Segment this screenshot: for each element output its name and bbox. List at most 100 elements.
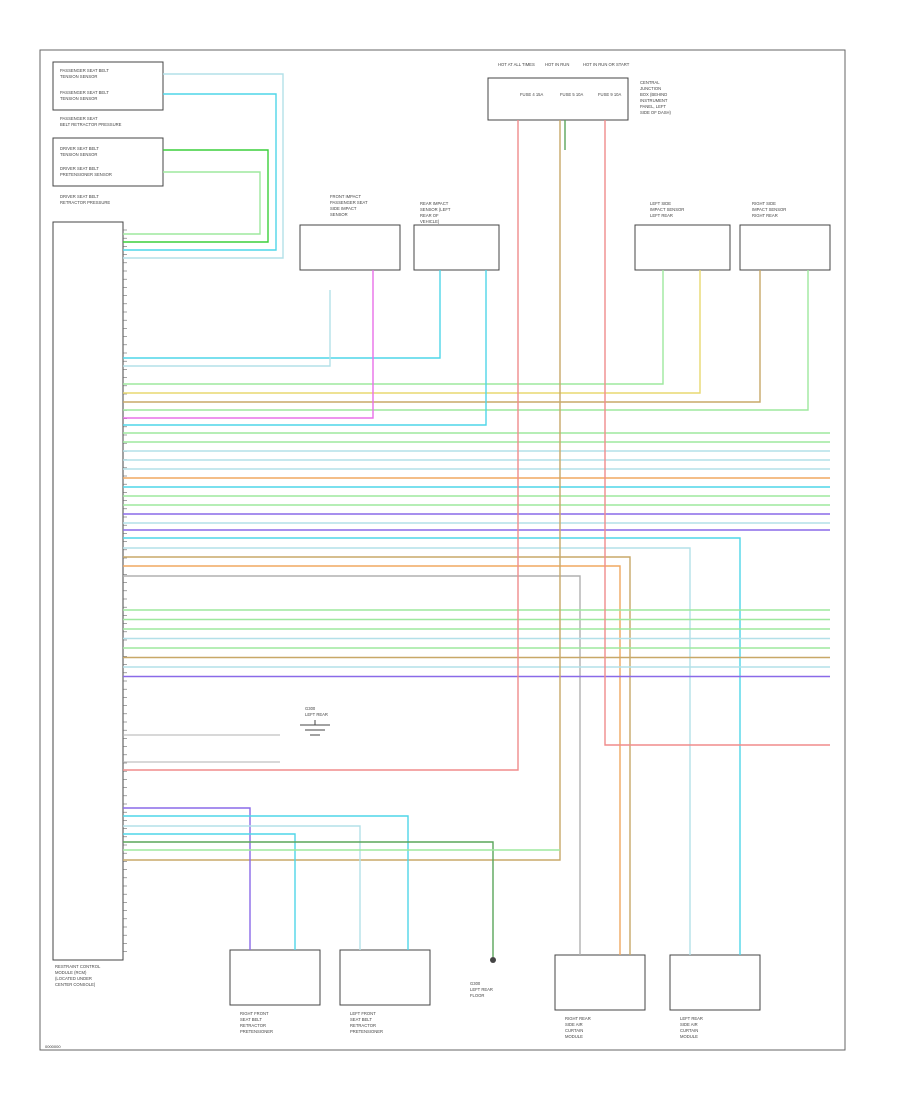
svg-text:RETRACTOR: RETRACTOR xyxy=(240,1023,266,1028)
wire xyxy=(123,841,494,957)
svg-text:CURTAIN: CURTAIN xyxy=(680,1028,698,1033)
svg-text:DRIVER SEAT BELT: DRIVER SEAT BELT xyxy=(60,146,99,151)
svg-text:FUSE 9 10A: FUSE 9 10A xyxy=(598,92,621,97)
wire xyxy=(123,93,277,251)
svg-text:PASSENGER SEAT BELT: PASSENGER SEAT BELT xyxy=(60,90,109,95)
wire xyxy=(604,120,830,746)
bottom-module-left-rear: LEFT REAR SIDE AIR CURTAIN MODULE xyxy=(669,954,761,1039)
svg-text:SIDE AIR: SIDE AIR xyxy=(680,1022,698,1027)
svg-text:DRIVER SEAT BELT: DRIVER SEAT BELT xyxy=(60,194,99,199)
wire xyxy=(123,120,519,771)
svg-text:INSTRUMENT: INSTRUMENT xyxy=(640,98,668,103)
svg-text:SEAT BELT: SEAT BELT xyxy=(350,1017,372,1022)
svg-text:PASSENGER SEAT: PASSENGER SEAT xyxy=(60,116,98,121)
wire xyxy=(123,825,361,950)
svg-text:CENTRAL: CENTRAL xyxy=(640,80,660,85)
center-ground: G300 LEFT REAR FLOOR xyxy=(470,957,496,998)
svg-text:MODULE: MODULE xyxy=(565,1034,583,1039)
svg-text:LEFT FRONT: LEFT FRONT xyxy=(350,1011,376,1016)
svg-text:RESTRAINT CONTROL: RESTRAINT CONTROL xyxy=(55,964,101,969)
svg-text:JUNCTION: JUNCTION xyxy=(640,86,661,91)
wire xyxy=(123,807,251,950)
passenger-tension-sensors: PASSENGER SEAT BELT TENSION SENSOR PASSE… xyxy=(52,61,164,127)
svg-text:BELT RETRACTOR PRESSURE: BELT RETRACTOR PRESSURE xyxy=(60,122,122,127)
svg-text:VEHICLE): VEHICLE) xyxy=(420,219,440,224)
svg-text:FUSE 5 10A: FUSE 5 10A xyxy=(560,92,583,97)
wire xyxy=(123,120,561,861)
svg-text:MODULE (RCM): MODULE (RCM) xyxy=(55,970,87,975)
svg-text:FLOOR: FLOOR xyxy=(470,993,484,998)
svg-text:(LOCATED UNDER: (LOCATED UNDER xyxy=(55,976,92,981)
restraint-control-module: RESTRAINT CONTROL MODULE (RCM) (LOCATED … xyxy=(52,221,124,987)
wire xyxy=(123,171,261,235)
svg-text:RIGHT REAR: RIGHT REAR xyxy=(565,1016,591,1021)
svg-text:IMPACT SENSOR: IMPACT SENSOR xyxy=(752,207,786,212)
wire xyxy=(123,815,409,950)
wire-harness xyxy=(123,73,830,957)
svg-text:TENSION SENSOR: TENSION SENSOR xyxy=(60,74,97,79)
svg-text:SEAT BELT: SEAT BELT xyxy=(240,1017,262,1022)
wire xyxy=(123,270,441,359)
wire xyxy=(123,556,631,955)
wire xyxy=(123,537,741,955)
svg-text:IMPACT SENSOR: IMPACT SENSOR xyxy=(650,207,684,212)
svg-text:LEFT REAR: LEFT REAR xyxy=(305,712,328,717)
wire xyxy=(123,270,701,394)
svg-text:SIDE OF DASH): SIDE OF DASH) xyxy=(640,110,672,115)
svg-text:LEFT REAR: LEFT REAR xyxy=(470,987,493,992)
svg-text:SENSOR (LEFT: SENSOR (LEFT xyxy=(420,207,451,212)
wire xyxy=(123,270,664,385)
svg-text:PRETENSIONER: PRETENSIONER xyxy=(240,1029,273,1034)
svg-text:PRETENSIONER: PRETENSIONER xyxy=(350,1029,383,1034)
wire xyxy=(123,575,581,955)
svg-text:SENSOR: SENSOR xyxy=(330,212,348,217)
rear-impact-sensor: REAR IMPACT SENSOR (LEFT REAR OF VEHICLE… xyxy=(413,201,500,271)
wire xyxy=(123,270,809,411)
svg-text:MODULE: MODULE xyxy=(680,1034,698,1039)
svg-text:G300: G300 xyxy=(305,706,316,711)
svg-text:TENSION SENSOR: TENSION SENSOR xyxy=(60,152,97,157)
bottom-module-left-front: LEFT FRONT SEAT BELT RETRACTOR PRETENSIO… xyxy=(339,949,431,1034)
svg-text:RETRACTOR: RETRACTOR xyxy=(350,1023,376,1028)
svg-text:LEFT SIDE: LEFT SIDE xyxy=(650,201,671,206)
bottom-module-right-rear: RIGHT REAR SIDE AIR CURTAIN MODULE xyxy=(554,954,646,1039)
svg-text:HOT AT ALL TIMES: HOT AT ALL TIMES xyxy=(498,62,535,67)
wire xyxy=(123,149,269,243)
svg-text:PANEL, LEFT: PANEL, LEFT xyxy=(640,104,666,109)
front-impact-sensor: FRONT IMPACT PASSENGER SEAT SIDE IMPACT … xyxy=(299,194,401,271)
svg-text:RIGHT SIDE: RIGHT SIDE xyxy=(752,201,776,206)
svg-text:SIDE AIR: SIDE AIR xyxy=(565,1022,583,1027)
svg-text:PASSENGER SEAT: PASSENGER SEAT xyxy=(330,200,368,205)
driver-tension-sensors: DRIVER SEAT BELT TENSION SENSOR DRIVER S… xyxy=(52,137,164,205)
svg-text:LEFT REAR: LEFT REAR xyxy=(680,1016,703,1021)
svg-text:FUSE 4 15A: FUSE 4 15A xyxy=(520,92,543,97)
wire xyxy=(123,270,374,419)
bottom-module-right-front: RIGHT FRONT SEAT BELT RETRACTOR PRETENSI… xyxy=(229,949,321,1034)
svg-text:RIGHT FRONT: RIGHT FRONT xyxy=(240,1011,269,1016)
svg-text:DRIVER SEAT BELT: DRIVER SEAT BELT xyxy=(60,166,99,171)
svg-text:G300: G300 xyxy=(470,981,481,986)
diagram-frame xyxy=(39,49,846,1051)
svg-text:CURTAIN: CURTAIN xyxy=(565,1028,583,1033)
svg-text:FRONT IMPACT: FRONT IMPACT xyxy=(330,194,361,199)
svg-text:RIGHT REAR: RIGHT REAR xyxy=(752,213,778,218)
right-side-impact-sensor: RIGHT SIDE IMPACT SENSOR RIGHT REAR xyxy=(739,201,831,271)
svg-text:PRETENSIONER SENSOR: PRETENSIONER SENSOR xyxy=(60,172,112,177)
svg-text:HOT IN RUN OR START: HOT IN RUN OR START xyxy=(583,62,630,67)
svg-text:CENTER CONSOLE): CENTER CONSOLE) xyxy=(55,982,96,987)
diagram-code: 0000000 xyxy=(45,1044,61,1049)
wire xyxy=(123,565,621,955)
wire xyxy=(123,270,487,426)
wire xyxy=(123,73,284,259)
left-side-impact-sensor: LEFT SIDE IMPACT SENSOR LEFT REAR xyxy=(634,201,731,271)
svg-text:SIDE IMPACT: SIDE IMPACT xyxy=(330,206,357,211)
svg-text:PASSENGER SEAT BELT: PASSENGER SEAT BELT xyxy=(60,68,109,73)
svg-text:HOT IN RUN: HOT IN RUN xyxy=(545,62,569,67)
svg-text:RETRACTOR PRESSURE: RETRACTOR PRESSURE xyxy=(60,200,110,205)
wire xyxy=(123,290,331,367)
svg-text:REAR IMPACT: REAR IMPACT xyxy=(420,201,449,206)
central-junction-box: HOT AT ALL TIMES HOT IN RUN HOT IN RUN O… xyxy=(487,62,672,121)
wire xyxy=(123,547,691,955)
svg-text:BOX (BEHIND: BOX (BEHIND xyxy=(640,92,667,97)
